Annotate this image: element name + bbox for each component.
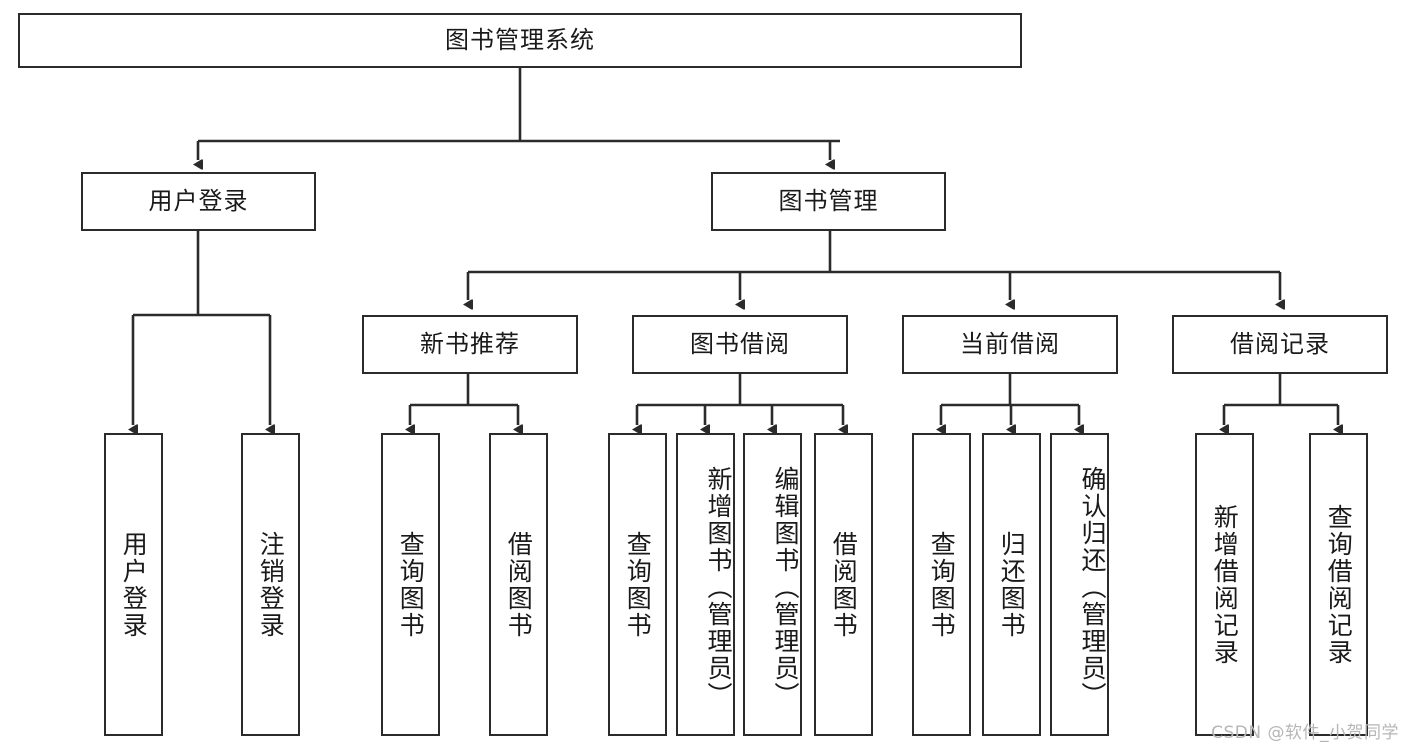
node-borrow-record[interactable]: 借阅记录 [1172, 315, 1388, 374]
node-leaf-add-book[interactable]: 新增图书（管理员） [676, 433, 735, 736]
node-borrow-record-label: 借阅记录 [1230, 330, 1330, 359]
node-leaf-confirm-return[interactable]: 确认归还（管理员） [1050, 433, 1109, 736]
node-book-manage[interactable]: 图书管理 [711, 172, 946, 231]
node-root-label: 图书管理系统 [445, 26, 595, 55]
node-leaf-user-login-label: 用户登录 [119, 530, 149, 639]
node-user-login-label: 用户登录 [148, 187, 249, 216]
node-leaf-query-book-1[interactable]: 查询图书 [381, 433, 440, 736]
node-leaf-query-book-3[interactable]: 查询图书 [912, 433, 971, 736]
node-leaf-add-record-label: 新增借阅记录 [1210, 503, 1240, 666]
node-user-login[interactable]: 用户登录 [81, 172, 316, 231]
node-leaf-return-book-label: 归还图书 [997, 530, 1027, 639]
node-leaf-add-book-label: 新增图书（管理员） [704, 466, 733, 709]
node-leaf-edit-book[interactable]: 编辑图书（管理员） [743, 433, 802, 736]
node-book-borrow[interactable]: 图书借阅 [632, 315, 848, 374]
node-leaf-query-book-2-label: 查询图书 [623, 530, 653, 639]
node-root[interactable]: 图书管理系统 [18, 13, 1022, 68]
node-leaf-borrow-book-1-label: 借阅图书 [504, 530, 534, 639]
node-leaf-borrow-book-1[interactable]: 借阅图书 [489, 433, 548, 736]
node-leaf-borrow-book-2[interactable]: 借阅图书 [814, 433, 873, 736]
node-leaf-borrow-book-2-label: 借阅图书 [829, 530, 859, 639]
node-leaf-add-record[interactable]: 新增借阅记录 [1195, 433, 1254, 736]
node-leaf-query-book-2[interactable]: 查询图书 [608, 433, 667, 736]
node-leaf-query-book-1-label: 查询图书 [396, 530, 426, 639]
node-leaf-logout-label: 注销登录 [256, 530, 286, 639]
node-leaf-query-record[interactable]: 查询借阅记录 [1309, 433, 1368, 736]
node-new-book-rec[interactable]: 新书推荐 [362, 315, 578, 374]
node-leaf-logout[interactable]: 注销登录 [241, 433, 300, 736]
node-new-book-rec-label: 新书推荐 [420, 330, 520, 359]
node-current-borrow-label: 当前借阅 [960, 330, 1060, 359]
node-current-borrow[interactable]: 当前借阅 [902, 315, 1118, 374]
node-book-manage-label: 图书管理 [778, 187, 879, 216]
node-leaf-query-record-label: 查询借阅记录 [1324, 503, 1354, 666]
watermark-text: CSDN @软件_小贺同学 [1211, 723, 1399, 743]
node-leaf-edit-book-label: 编辑图书（管理员） [771, 466, 800, 709]
node-leaf-confirm-return-label: 确认归还（管理员） [1078, 466, 1107, 709]
node-leaf-return-book[interactable]: 归还图书 [982, 433, 1041, 736]
node-leaf-user-login[interactable]: 用户登录 [104, 433, 163, 736]
node-leaf-query-book-3-label: 查询图书 [927, 530, 957, 639]
node-book-borrow-label: 图书借阅 [690, 330, 790, 359]
